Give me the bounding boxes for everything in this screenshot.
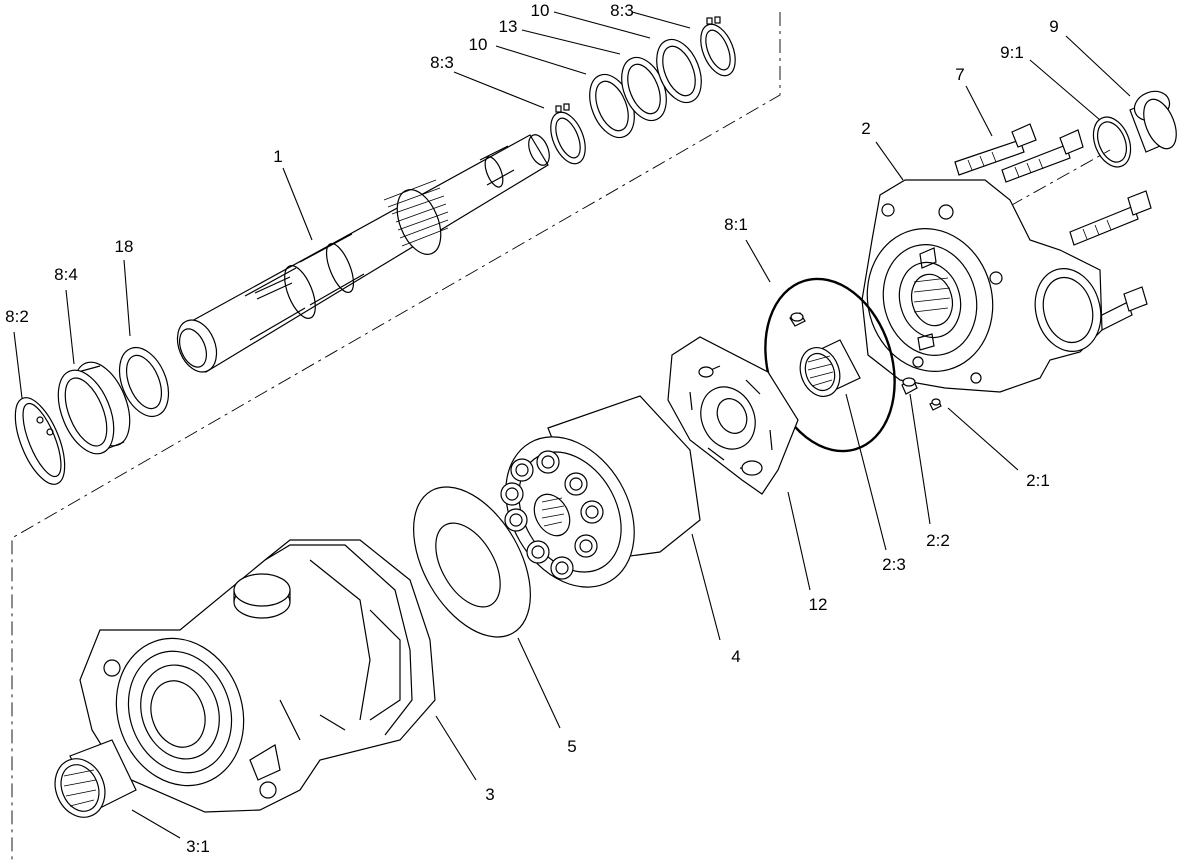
callout-10-top: 10 [531, 1, 550, 20]
assembly-centerlines [11, 12, 1111, 860]
plug-9 [1129, 90, 1177, 153]
callout-1: 1 [273, 147, 282, 166]
callout-8-3-right: 8:3 [610, 1, 634, 20]
callout-2-2: 2:2 [926, 531, 950, 550]
callout-9-1: 9:1 [1000, 43, 1024, 62]
bearing-8-4 [57, 361, 131, 455]
port-plate-12 [667, 336, 799, 495]
leader-lines [13, 11, 1131, 839]
snap-ring-8-3-left [550, 103, 586, 165]
cylinder-block-4 [500, 395, 701, 588]
retaining-ring-8-2 [14, 397, 66, 485]
needle-bearing-3-1 [54, 739, 137, 818]
callout-2-3: 2:3 [882, 555, 906, 574]
callout-12: 12 [809, 595, 828, 614]
callout-2-1: 2:1 [1026, 471, 1050, 490]
drive-shaft-1 [176, 134, 550, 373]
shim-washer-10-right [656, 38, 702, 104]
motor-housing-3 [79, 539, 436, 813]
callout-8-2: 8:2 [5, 307, 29, 326]
dowel-pins [789, 312, 942, 411]
bushing-2-3 [799, 339, 861, 397]
end-cap-housing-2 [861, 179, 1103, 393]
callout-3-1: 3:1 [186, 837, 210, 856]
callout-5: 5 [567, 737, 576, 756]
callout-3: 3 [485, 785, 494, 804]
callout-13: 13 [499, 17, 518, 36]
callout-7: 7 [955, 65, 964, 84]
callout-8-4: 8:4 [54, 265, 78, 284]
callout-18: 18 [115, 237, 134, 256]
callout-9: 9 [1049, 17, 1058, 36]
pistons [500, 450, 604, 580]
washer-18 [118, 347, 170, 417]
callout-4: 4 [731, 647, 740, 666]
callout-labels: 1 2 2:1 2:2 2:3 3 3:1 4 5 7 8:1 8:2 8:3 … [5, 1, 1059, 856]
snap-ring-8-3-right [700, 16, 736, 77]
callout-2: 2 [861, 119, 870, 138]
callout-8-1: 8:1 [724, 215, 748, 234]
callout-10-middle: 10 [469, 35, 488, 54]
callout-8-3-left: 8:3 [430, 53, 454, 72]
swash-plate-5 [413, 486, 531, 638]
o-ring-9-1 [1092, 116, 1132, 168]
